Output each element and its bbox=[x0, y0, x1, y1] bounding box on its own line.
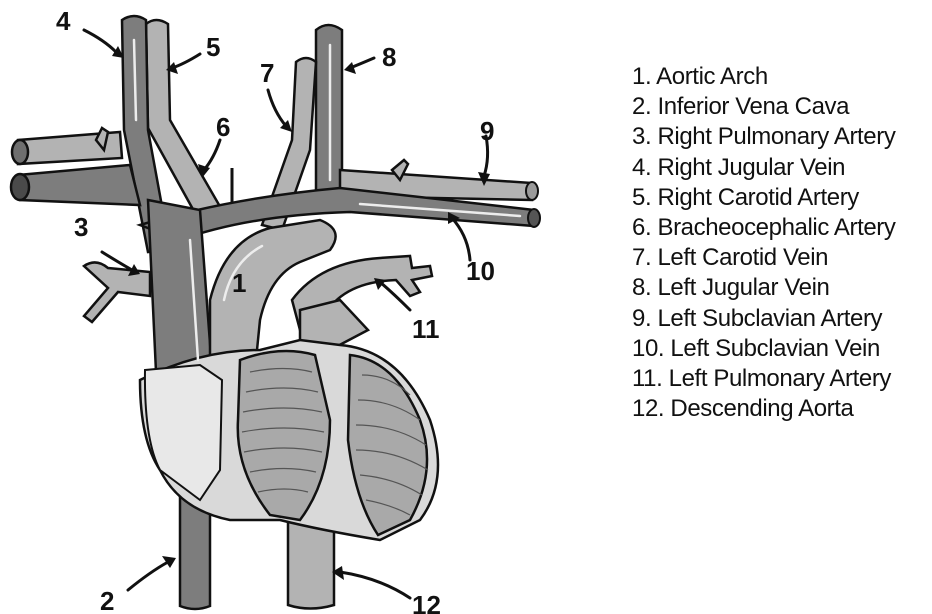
legend-item: 8. Left Jugular Vein bbox=[632, 273, 895, 303]
label-number: 8 bbox=[382, 42, 396, 72]
label-number: 7 bbox=[260, 58, 274, 88]
legend-item: 9. Left Subclavian Artery bbox=[632, 304, 895, 334]
legend-item: 3. Right Pulmonary Artery bbox=[632, 122, 895, 152]
descending-aorta bbox=[288, 520, 334, 609]
legend-item: 11. Left Pulmonary Artery bbox=[632, 364, 895, 394]
left-subclavian-vein-end bbox=[528, 209, 540, 227]
label-number: 9 bbox=[480, 116, 494, 146]
lower-left-stub-end bbox=[11, 174, 29, 200]
legend-item: 4. Right Jugular Vein bbox=[632, 153, 895, 183]
legend-item: 7. Left Carotid Vein bbox=[632, 243, 895, 273]
legend-item: 5. Right Carotid Artery bbox=[632, 183, 895, 213]
heart-diagram: 1 2 3 4 5 6 7 8 9 10 11 12 bbox=[0, 0, 600, 614]
right-atrium bbox=[145, 365, 222, 500]
label-number: 12 bbox=[412, 590, 441, 614]
right-pulmonary-artery bbox=[84, 262, 150, 322]
legend-list: 1. Aortic Arch 2. Inferior Vena Cava 3. … bbox=[632, 62, 895, 424]
label-number: 6 bbox=[216, 112, 230, 142]
left-subclavian-artery-end bbox=[526, 182, 538, 200]
label-number: 4 bbox=[56, 6, 71, 36]
legend-item: 2. Inferior Vena Cava bbox=[632, 92, 895, 122]
label-number: 2 bbox=[100, 586, 114, 614]
label-number: 1 bbox=[232, 268, 246, 298]
upper-left-stub-end bbox=[12, 140, 28, 164]
label-number: 5 bbox=[206, 32, 220, 62]
label-number: 11 bbox=[412, 314, 440, 344]
label-number: 3 bbox=[74, 212, 88, 242]
legend-item: 10. Left Subclavian Vein bbox=[632, 334, 895, 364]
legend-item: 1. Aortic Arch bbox=[632, 62, 895, 92]
legend-item: 6. Bracheocephalic Artery bbox=[632, 213, 895, 243]
label-number: 10 bbox=[466, 256, 495, 286]
legend-item: 12. Descending Aorta bbox=[632, 394, 895, 424]
lower-left-stub bbox=[18, 165, 140, 205]
superior-vena-cava bbox=[148, 200, 212, 372]
